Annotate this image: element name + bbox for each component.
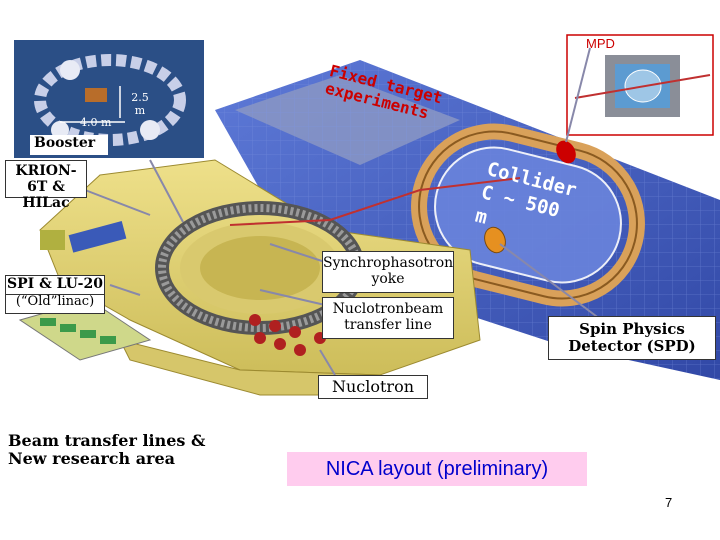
spi-label: SPI & LU-20	[5, 275, 105, 295]
nuclotron-beam-label: Nuclotronbeam transfer line	[322, 297, 454, 339]
collider-ring	[411, 123, 645, 307]
leader-lines	[84, 47, 609, 376]
dimension-vertical-label: 2.5 m	[131, 91, 149, 117]
spd-marker	[484, 226, 506, 254]
dimension-horizontal-label: 4.0 m	[80, 116, 112, 129]
page-number: 7	[665, 495, 673, 510]
booster-label: Booster	[30, 135, 108, 155]
mpd-marker	[556, 140, 576, 164]
spin-physics-label: Spin Physics Detector (SPD)	[548, 316, 716, 360]
mpd-inset	[566, 34, 714, 136]
mpd-label: MPD	[586, 36, 615, 51]
krion-label: KRION-6T & HILac	[5, 160, 87, 211]
beam-transfer-line	[229, 177, 521, 226]
research-area-modules	[249, 314, 366, 356]
nuclotron-label: Nuclotron	[318, 375, 428, 399]
beam-transfer-label: Beam transfer lines & New research area	[8, 431, 206, 469]
linac-area	[40, 221, 127, 253]
page-title: NICA layout (preliminary)	[287, 452, 587, 486]
synchrophasotron-label: Synchrophasotron yoke	[322, 251, 454, 293]
old-linac-label: (“Old”linac)	[5, 294, 105, 314]
fixed-target-area	[235, 75, 460, 165]
